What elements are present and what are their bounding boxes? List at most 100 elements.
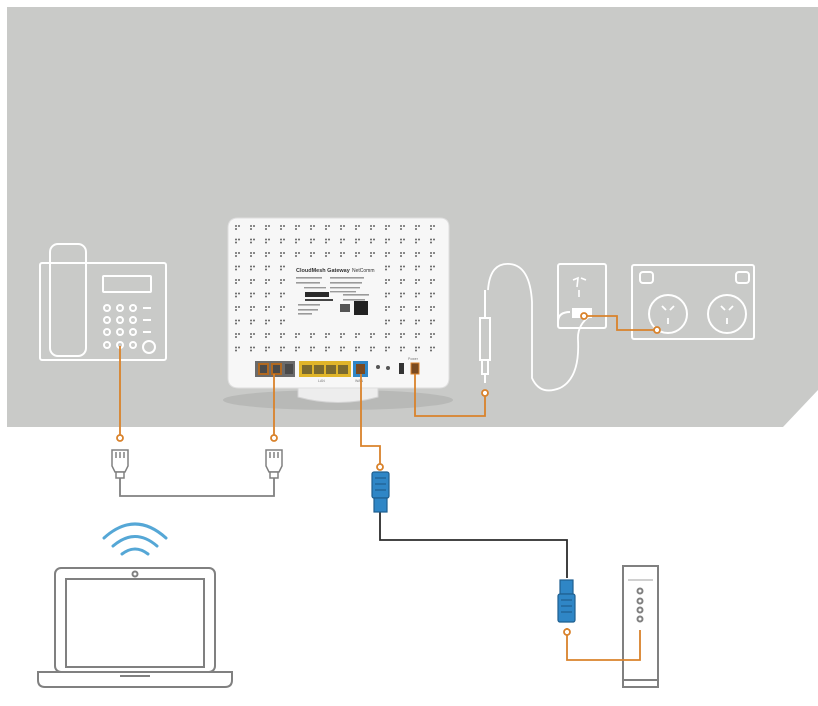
vent-hole bbox=[355, 228, 357, 230]
nbn-ntd-icon bbox=[622, 565, 659, 688]
vent-hole bbox=[340, 228, 342, 230]
vent-hole bbox=[235, 306, 237, 308]
vent-hole bbox=[385, 306, 387, 308]
vent-hole bbox=[415, 292, 417, 295]
vent-hole bbox=[295, 241, 297, 244]
phone-port[interactable] bbox=[258, 363, 269, 375]
vent-hole bbox=[265, 306, 267, 308]
vent-hole bbox=[250, 319, 252, 322]
vent-hole bbox=[430, 306, 432, 308]
vent-hole bbox=[385, 319, 387, 322]
router-port-label-power: Power bbox=[408, 357, 419, 361]
vent-hole bbox=[370, 346, 372, 349]
vent-hole bbox=[430, 282, 432, 284]
reset-button[interactable] bbox=[376, 365, 380, 369]
vent-hole bbox=[280, 333, 282, 335]
vent-hole bbox=[415, 336, 417, 338]
vent-hole bbox=[313, 225, 315, 227]
power-switch[interactable] bbox=[399, 363, 404, 374]
vent-hole bbox=[313, 252, 315, 254]
vent-hole bbox=[310, 228, 312, 230]
vent-hole bbox=[433, 279, 435, 281]
vent-hole bbox=[418, 292, 420, 295]
vent-hole bbox=[265, 292, 267, 295]
phone-port-2[interactable] bbox=[271, 363, 282, 375]
vent-hole bbox=[268, 252, 270, 254]
vent-hole bbox=[310, 255, 312, 257]
vent-hole bbox=[235, 333, 237, 335]
vent-hole bbox=[370, 252, 372, 254]
vent-hole bbox=[235, 265, 237, 268]
vent-hole bbox=[265, 279, 267, 281]
lan-port-2[interactable] bbox=[314, 365, 324, 374]
vent-hole bbox=[235, 252, 237, 254]
vent-hole bbox=[388, 319, 390, 322]
vent-hole bbox=[238, 346, 240, 349]
vent-hole bbox=[340, 346, 342, 349]
vent-hole bbox=[400, 225, 402, 227]
vent-hole bbox=[430, 322, 432, 325]
vent-hole bbox=[283, 292, 285, 295]
vent-hole bbox=[355, 346, 357, 349]
vent-hole bbox=[358, 333, 360, 335]
vent-hole bbox=[343, 238, 345, 241]
vent-hole bbox=[418, 265, 420, 268]
cable-power bbox=[414, 312, 661, 417]
power-port[interactable] bbox=[410, 362, 420, 375]
vent-hole bbox=[328, 238, 330, 241]
vent-hole bbox=[295, 333, 297, 335]
vent-hole bbox=[238, 238, 240, 241]
wall-background bbox=[7, 7, 818, 427]
vent-hole bbox=[283, 306, 285, 308]
vent-hole bbox=[430, 349, 432, 352]
vent-hole bbox=[310, 336, 312, 338]
vent-hole bbox=[295, 349, 297, 352]
vent-hole bbox=[388, 225, 390, 227]
vent-hole bbox=[415, 268, 417, 271]
vent-hole bbox=[373, 252, 375, 254]
vent-hole bbox=[325, 349, 327, 352]
wps-button[interactable] bbox=[386, 366, 390, 370]
vent-hole bbox=[283, 333, 285, 335]
router-port-panel: LAN WAN Power bbox=[255, 357, 420, 383]
cable-phone-to-router bbox=[116, 346, 278, 497]
vent-hole bbox=[280, 241, 282, 244]
vent-hole bbox=[430, 228, 432, 230]
vent-hole bbox=[355, 238, 357, 241]
vent-hole bbox=[280, 295, 282, 298]
vent-hole bbox=[280, 228, 282, 230]
vent-hole bbox=[295, 225, 297, 227]
vent-hole bbox=[415, 225, 417, 227]
vent-hole bbox=[265, 282, 267, 284]
vent-hole bbox=[280, 265, 282, 268]
vent-hole bbox=[265, 309, 267, 311]
ethernet-connector-router-end[interactable] bbox=[371, 471, 390, 513]
vent-hole bbox=[385, 292, 387, 295]
vent-hole bbox=[310, 349, 312, 352]
lan-port-1[interactable] bbox=[302, 365, 312, 374]
vent-hole bbox=[403, 306, 405, 308]
phone-port-3[interactable] bbox=[285, 364, 293, 374]
laptop-icon bbox=[37, 567, 233, 688]
vent-hole bbox=[400, 346, 402, 349]
vent-hole bbox=[370, 238, 372, 241]
vent-hole bbox=[280, 268, 282, 271]
vent-hole bbox=[430, 295, 432, 298]
vent-hole bbox=[400, 319, 402, 322]
vent-hole bbox=[430, 333, 432, 335]
vent-hole bbox=[328, 225, 330, 227]
vent-hole bbox=[385, 268, 387, 271]
lan-port-4[interactable] bbox=[338, 365, 348, 374]
vent-hole bbox=[400, 238, 402, 241]
vent-hole bbox=[400, 295, 402, 298]
vent-hole bbox=[283, 265, 285, 268]
vent-hole bbox=[343, 252, 345, 254]
vent-hole bbox=[340, 252, 342, 254]
vent-hole bbox=[268, 265, 270, 268]
ethernet-connector-ntd-end[interactable] bbox=[557, 579, 576, 623]
vent-hole bbox=[358, 346, 360, 349]
vent-hole bbox=[250, 309, 252, 311]
lan-port-3[interactable] bbox=[326, 365, 336, 374]
vent-hole bbox=[250, 265, 252, 268]
vent-hole bbox=[385, 295, 387, 298]
